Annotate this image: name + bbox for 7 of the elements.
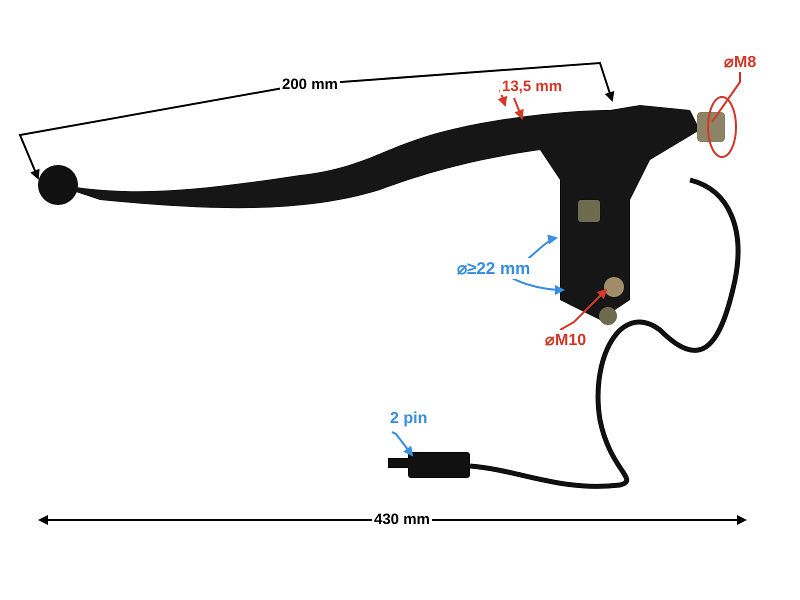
leader-line [711,72,741,123]
dimension-label: ⌀≥22 mm [455,258,532,279]
callout-label: 2 pin [388,410,430,428]
dimension-label: 200 mm [280,76,340,93]
dimension-label: 13,5 mm [500,78,564,95]
leader-line [560,288,608,331]
leader-line [392,431,414,457]
